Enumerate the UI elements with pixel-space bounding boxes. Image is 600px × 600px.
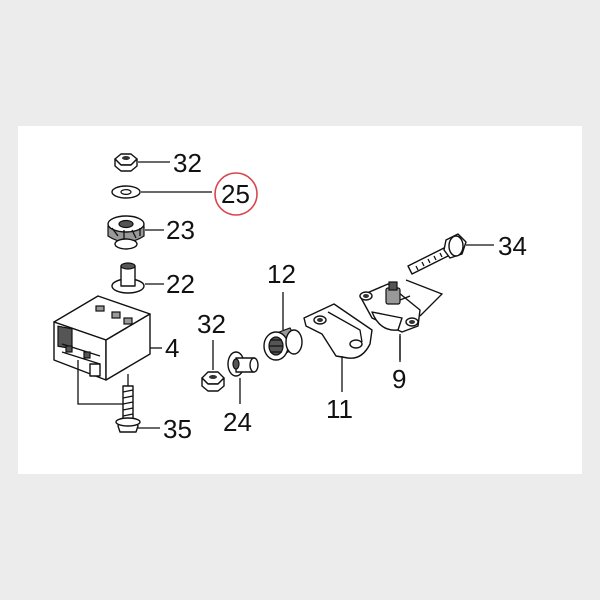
callout-11[interactable]: 11 — [326, 394, 353, 424]
callout-22[interactable]: 22 — [166, 269, 195, 299]
collar-icon — [111, 262, 145, 294]
sensor-housing-icon — [359, 281, 421, 333]
washer-icon — [111, 185, 141, 199]
flange-collar-icon — [227, 351, 259, 377]
highlight-circle — [214, 172, 258, 216]
bushing-icon — [263, 327, 303, 361]
callout-34[interactable]: 34 — [498, 231, 527, 261]
diagram-panel — [18, 126, 582, 474]
nut-icon — [114, 153, 138, 172]
callout-4[interactable]: 4 — [165, 333, 179, 363]
long-bolt-icon — [407, 233, 467, 275]
callout-25[interactable]: 25 — [221, 179, 250, 209]
module-box-icon — [53, 295, 151, 381]
callout-32-top[interactable]: 32 — [173, 148, 202, 178]
callout-9[interactable]: 9 — [392, 364, 406, 394]
bracket-icon — [303, 303, 373, 359]
rubber-mount-icon — [107, 215, 145, 250]
bolt-icon — [115, 385, 141, 433]
callout-12[interactable]: 12 — [267, 259, 296, 289]
callout-32-mid[interactable]: 32 — [197, 309, 226, 339]
callout-35[interactable]: 35 — [163, 414, 192, 444]
callout-23[interactable]: 23 — [166, 215, 195, 245]
nut-icon — [201, 371, 225, 392]
callout-24[interactable]: 24 — [223, 407, 252, 437]
